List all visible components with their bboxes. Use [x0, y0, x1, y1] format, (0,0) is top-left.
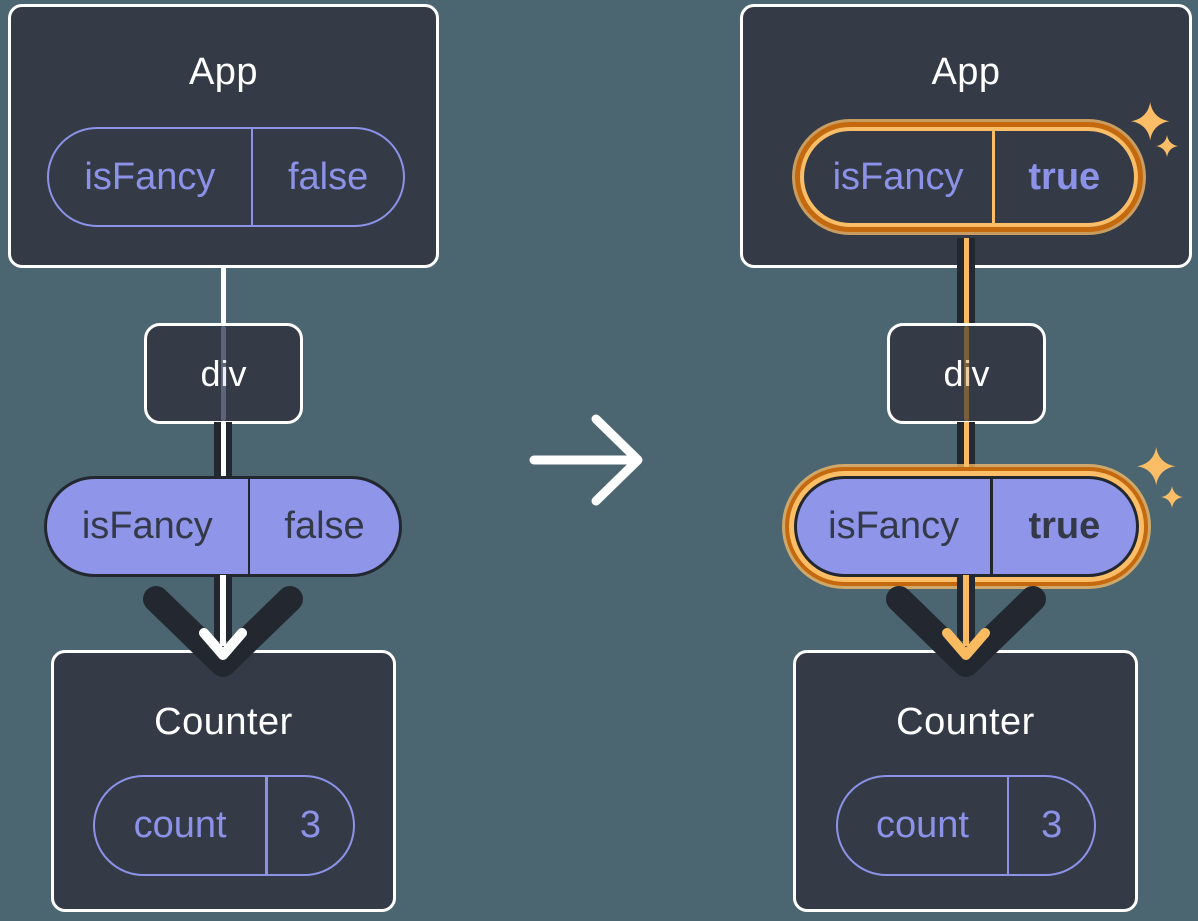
- right-app-card: App isFancy true: [740, 4, 1192, 268]
- left-app-title: App: [188, 51, 259, 93]
- left-app-card: App isFancy false: [8, 4, 439, 268]
- prop-key: isFancy: [84, 155, 216, 198]
- pill-divider: [992, 131, 995, 223]
- pill-divider: [247, 479, 251, 574]
- state-key: count: [133, 804, 227, 846]
- right-app-title: App: [931, 51, 1001, 93]
- right-ghost-edge: [964, 326, 969, 421]
- left-div-label: div: [200, 352, 247, 394]
- prop-value: true: [1028, 505, 1101, 547]
- pill-divider: [1006, 777, 1010, 874]
- left-app-prop-pill: isFancy false: [47, 127, 405, 227]
- left-counter-title: Counter: [154, 701, 293, 743]
- prop-key: isFancy: [81, 505, 213, 547]
- right-flow-line: [963, 238, 969, 323]
- sparkle-icon: [1137, 447, 1184, 509]
- left-edge-app-div: [220, 266, 226, 326]
- right-div-node: div: [887, 323, 1046, 424]
- transition-arrow-icon: [529, 414, 643, 506]
- prop-key: isFancy: [832, 155, 964, 198]
- pill-divider: [265, 777, 268, 874]
- right-counter-card: Counter count 3: [793, 650, 1138, 912]
- left-counter-card: Counter count 3: [51, 650, 396, 912]
- right-passed-prop-pill-highlighted: isFancy true: [794, 476, 1139, 577]
- right-edge-app-div: [957, 238, 975, 323]
- left-passed-prop-pill: isFancy false: [44, 476, 402, 577]
- state-key: count: [875, 804, 969, 846]
- left-edge-div-pill: [214, 422, 232, 478]
- right-div-label: div: [943, 352, 990, 394]
- right-flow-line: [963, 422, 969, 478]
- left-flow-line: [220, 422, 226, 478]
- left-ghost-edge: [221, 326, 226, 421]
- pill-divider: [250, 129, 254, 225]
- left-counter-state-pill: count 3: [93, 775, 355, 876]
- prop-value: true: [1028, 155, 1101, 198]
- prop-value: false: [287, 155, 369, 198]
- right-counter-title: Counter: [896, 701, 1035, 743]
- right-app-prop-pill-highlighted: isFancy true: [800, 127, 1138, 227]
- right-edge-pill-counter: [957, 577, 975, 641]
- prop-value: false: [284, 505, 365, 547]
- right-counter-state-pill: count 3: [836, 775, 1096, 876]
- state-value: 3: [299, 804, 321, 846]
- prop-key: isFancy: [828, 505, 960, 547]
- state-value: 3: [1041, 804, 1063, 846]
- left-div-node: div: [144, 323, 303, 424]
- left-edge-pill-counter: [214, 575, 232, 641]
- pill-divider: [990, 479, 993, 574]
- right-edge-div-pill: [957, 422, 975, 478]
